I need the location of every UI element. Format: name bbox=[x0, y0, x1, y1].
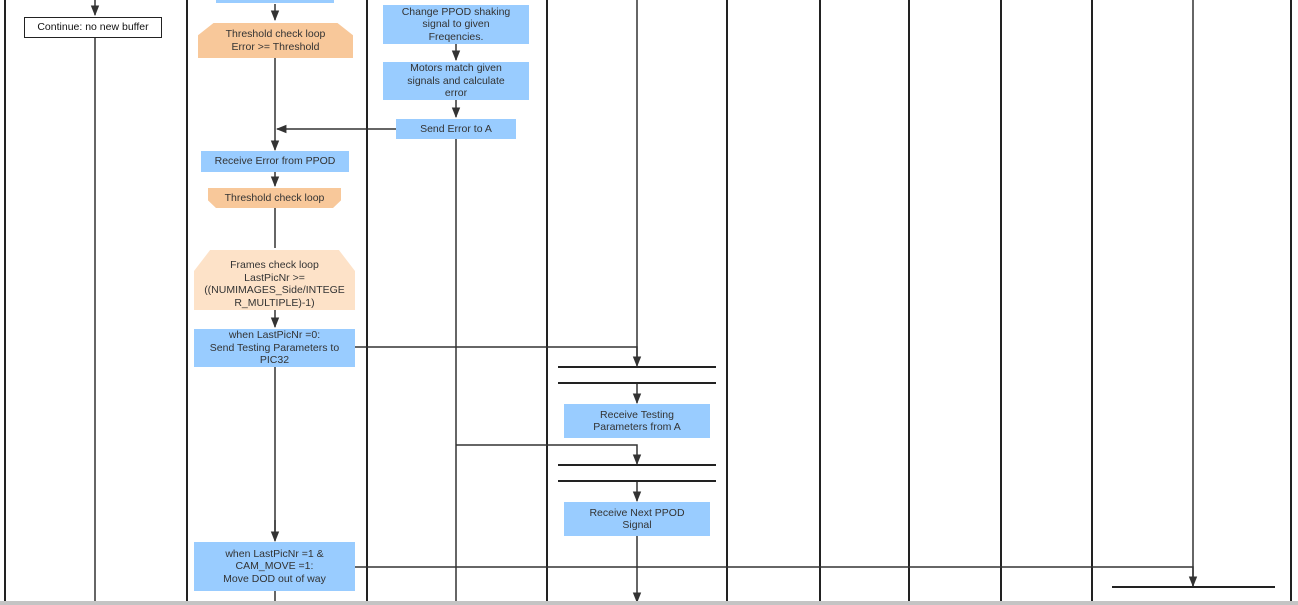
frames-check-loop-box: Frames check loop LastPicNr >= ((NUMIMAG… bbox=[194, 250, 355, 310]
cut-off-box bbox=[216, 0, 334, 3]
node-label: when LastPicNr =1 & CAM_MOVE =1: Move DO… bbox=[223, 547, 326, 585]
node-label: Threshold check loop bbox=[224, 191, 325, 204]
node-label: when LastPicNr =0: Send Testing Paramete… bbox=[209, 329, 340, 367]
threshold-loop-box: Threshold check loop bbox=[208, 188, 341, 208]
continue-no-buffer-box: Continue: no new buffer bbox=[24, 17, 162, 38]
node-label: Send Error to A bbox=[420, 122, 492, 135]
lane-separators bbox=[4, 0, 1292, 605]
node-label: Receive Testing Parameters from A bbox=[593, 408, 681, 434]
threshold-error-loop-box: Threshold check loop Error >= Threshold bbox=[198, 23, 353, 58]
receive-testing-parameters-box: Receive Testing Parameters from A bbox=[564, 404, 710, 438]
arrow bbox=[355, 566, 1198, 588]
send-error-to-a-box: Send Error to A bbox=[396, 119, 516, 139]
motors-match-box: Motors match given signals and calculate… bbox=[383, 62, 529, 100]
node-label: Threshold check loop Error >= Threshold bbox=[225, 28, 326, 53]
sync-bars bbox=[558, 366, 1275, 588]
receive-next-ppod-signal-box: Receive Next PPOD Signal bbox=[564, 502, 710, 536]
node-label: Receive Next PPOD Signal bbox=[589, 506, 685, 532]
node-label: Receive Error from PPOD bbox=[214, 155, 336, 168]
change-ppod-signal-box: Change PPOD shaking signal to given Freq… bbox=[383, 5, 529, 44]
node-label: Frames check loop LastPicNr >= ((NUMIMAG… bbox=[204, 259, 345, 309]
node-label: Continue: no new buffer bbox=[37, 21, 149, 34]
node-label: Change PPOD shaking signal to given Freq… bbox=[401, 5, 511, 43]
arrows bbox=[90, 0, 1198, 604]
move-dod-box: when LastPicNr =1 & CAM_MOVE =1: Move DO… bbox=[194, 542, 355, 591]
receive-error-ppod-box: Receive Error from PPOD bbox=[201, 151, 349, 172]
node-label: Motors match given signals and calculate… bbox=[407, 62, 505, 100]
arrow bbox=[456, 444, 642, 466]
horizontal-scrollbar[interactable] bbox=[0, 601, 1298, 605]
flow-lines bbox=[94, 0, 1194, 605]
send-testing-parameters-box: when LastPicNr =0: Send Testing Paramete… bbox=[194, 329, 355, 367]
arrow bbox=[355, 346, 642, 368]
